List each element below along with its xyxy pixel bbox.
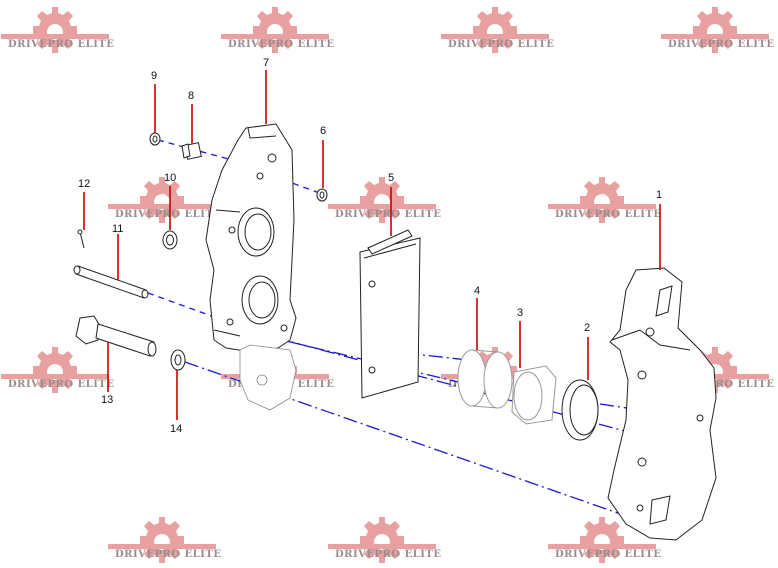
dust-boot-part bbox=[511, 365, 557, 425]
watermark-text: DRIVEPRO ELITE bbox=[448, 39, 554, 50]
bolt-washer-part bbox=[170, 349, 186, 371]
leader-lines bbox=[83, 70, 661, 420]
mounting-bolt-part bbox=[75, 315, 157, 357]
watermark-text: DRIVEPRO ELITE bbox=[115, 549, 221, 560]
callout-14: 14 bbox=[170, 423, 182, 435]
callout-3: 3 bbox=[517, 307, 523, 319]
bleeder-cap-part bbox=[149, 132, 161, 146]
caliper-housing-part bbox=[205, 123, 297, 411]
guide-pin-part bbox=[73, 265, 149, 299]
watermark-text: DRIVEPRO ELITE bbox=[335, 209, 441, 220]
callout-5: 5 bbox=[388, 172, 394, 184]
watermark-text: DRIVEPRO ELITE bbox=[8, 39, 114, 50]
washer-part bbox=[162, 230, 178, 250]
callout-7: 7 bbox=[263, 57, 269, 69]
watermark-text: DRIVEPRO ELITE bbox=[668, 379, 774, 390]
callout-11: 11 bbox=[112, 223, 123, 235]
watermark-text: DRIVEPRO ELITE bbox=[668, 39, 774, 50]
callout-12: 12 bbox=[78, 178, 90, 190]
callout-8: 8 bbox=[188, 90, 194, 102]
watermark-text: DRIVEPRO ELITE bbox=[8, 379, 114, 390]
brake-pad-part bbox=[359, 229, 421, 399]
piston-part bbox=[457, 349, 513, 409]
callout-labels: 1 2 3 4 5 6 7 8 9 10 11 12 13 14 bbox=[78, 57, 662, 435]
pin-clip-part bbox=[77, 229, 85, 249]
seal-ring-part bbox=[561, 379, 599, 441]
callout-2: 2 bbox=[584, 322, 590, 334]
watermark-text: DRIVEPRO ELITE bbox=[115, 209, 221, 220]
parts bbox=[73, 123, 717, 541]
watermark-text: DRIVEPRO ELITE bbox=[228, 39, 334, 50]
bleeder-screw-part bbox=[181, 142, 202, 160]
callout-13: 13 bbox=[101, 394, 113, 406]
callout-9: 9 bbox=[151, 70, 157, 82]
callout-4: 4 bbox=[474, 285, 480, 297]
callout-10: 10 bbox=[164, 172, 176, 184]
watermark-text: DRIVEPRO ELITE bbox=[335, 549, 441, 560]
small-nut-part bbox=[316, 188, 328, 202]
callout-1: 1 bbox=[656, 189, 662, 201]
watermark-text: DRIVEPRO ELITE bbox=[555, 209, 661, 220]
callout-6: 6 bbox=[320, 125, 326, 137]
watermark-text: DRIVEPRO ELITE bbox=[555, 549, 661, 560]
caliper-outer-part bbox=[607, 267, 717, 541]
